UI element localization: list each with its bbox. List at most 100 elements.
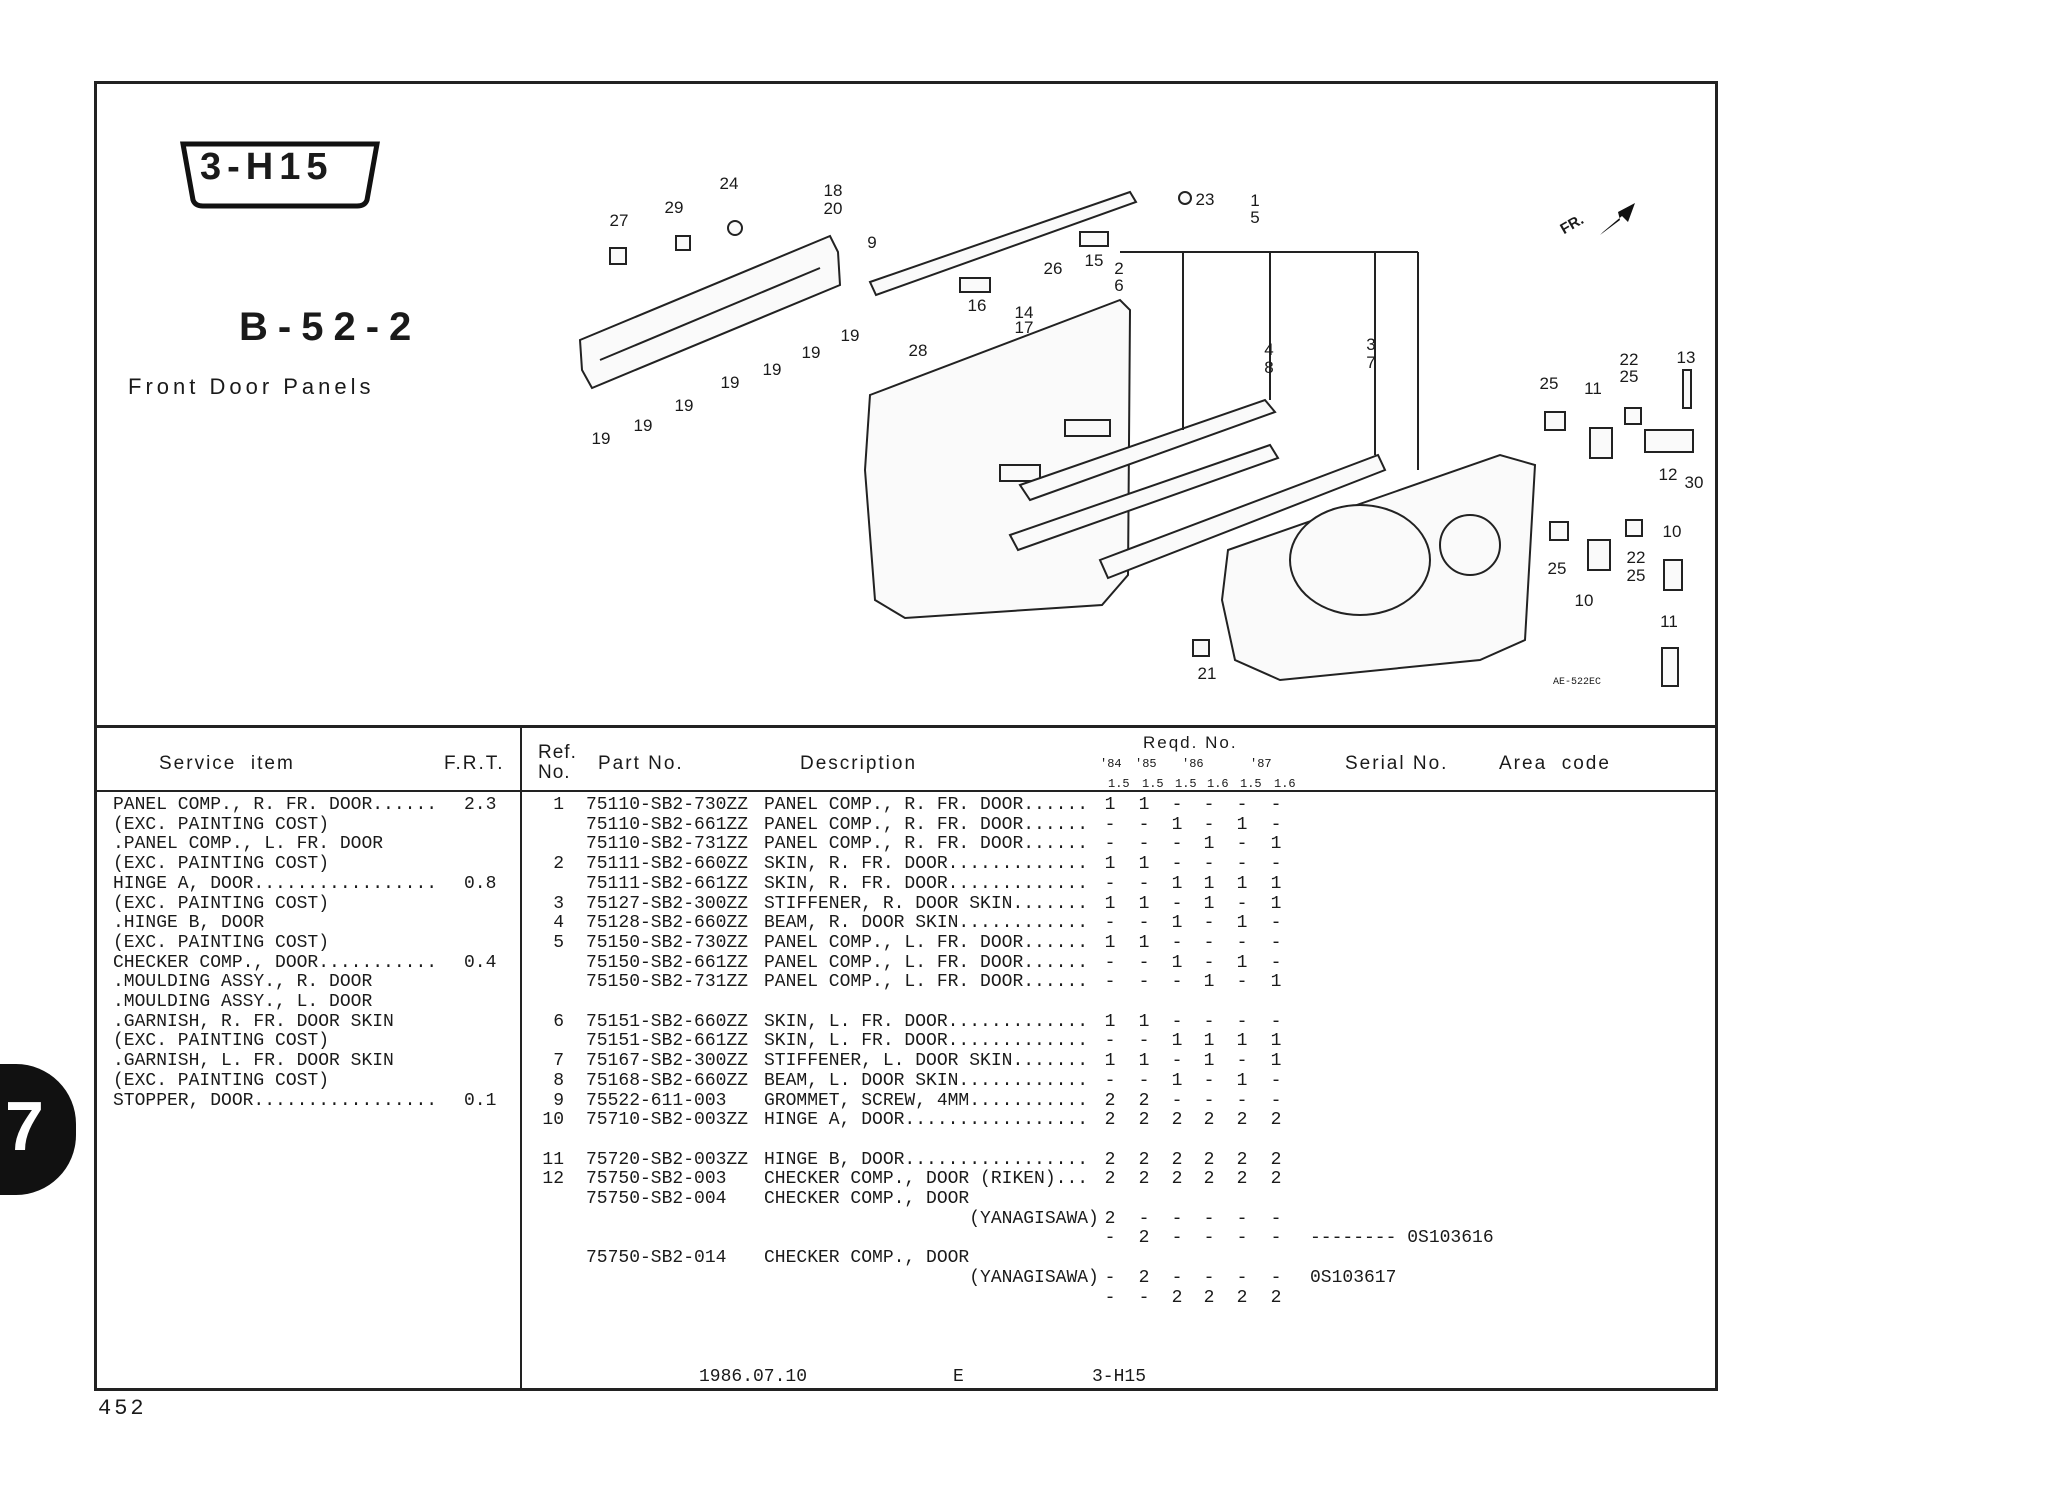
reqd-qty: 1: [1203, 1051, 1215, 1072]
callout-number: 3: [1366, 335, 1376, 354]
engine-size: 1.5: [1175, 777, 1197, 791]
reqd-qty: -: [1203, 1070, 1215, 1091]
reqd-qty: -: [1171, 1011, 1183, 1032]
reqd-qty: -: [1171, 972, 1183, 993]
part-description: CHECKER COMP., DOOR: [764, 1189, 970, 1209]
reqd-qty: 2: [1203, 1149, 1215, 1170]
part-description: (YANAGISAWA): [764, 1267, 1099, 1288]
part-description: CHECKER COMP., DOOR: [764, 1248, 970, 1269]
moulding-l-door: [868, 190, 1138, 297]
ref-no: 8: [553, 1070, 564, 1091]
reqd-qty: -: [1104, 814, 1116, 835]
callout-number: 25: [1626, 566, 1646, 585]
part-description: BEAM, R. DOOR SKIN............: [764, 913, 1089, 934]
ref-no: 12: [542, 1169, 564, 1190]
service-item: .HINGE B, DOOR: [113, 913, 265, 934]
reqd-qty: 1: [1236, 814, 1248, 835]
reqd-qty: 1: [1203, 972, 1215, 993]
callout-number: 28: [908, 341, 928, 360]
reqd-qty: 2: [1171, 1287, 1183, 1308]
callout-number: 17: [1014, 318, 1034, 337]
reqd-qty: 1: [1236, 952, 1248, 973]
reqd-qty: 1: [1270, 834, 1282, 855]
callout-number: 7: [1366, 353, 1376, 372]
reqd-qty: -: [1236, 893, 1248, 914]
part-number: 75128-SB2-660ZZ: [586, 913, 749, 934]
reqd-qty: 2: [1270, 1149, 1282, 1170]
col-serial-no: Serial No.: [1345, 753, 1449, 774]
reqd-qty: 2: [1138, 1090, 1150, 1111]
service-item: .MOULDING ASSY., R. DOOR: [113, 972, 373, 993]
reqd-qty: -: [1104, 1267, 1116, 1288]
col-service-item: Service item: [159, 753, 295, 774]
callout-number: 9: [867, 233, 877, 252]
reqd-qty: 2: [1236, 1169, 1248, 1190]
part-number: 75750-SB2-004: [586, 1189, 727, 1209]
ref-no: 7: [553, 1051, 564, 1072]
group-number: B-52-2: [239, 305, 422, 349]
reqd-qty: 1: [1138, 1051, 1150, 1072]
ref-no: 4: [553, 913, 564, 934]
reqd-qty: 1: [1104, 932, 1116, 953]
divider: [97, 790, 1717, 792]
reqd-qty: -: [1104, 952, 1116, 973]
reqd-qty: -: [1270, 1090, 1282, 1111]
part-description: PANEL COMP., L. FR. DOOR......: [764, 932, 1089, 953]
reqd-qty: -: [1236, 1011, 1248, 1032]
section-tab-label: 7: [5, 1087, 44, 1165]
callout-number: 5: [1250, 208, 1260, 227]
reqd-qty: 1: [1138, 795, 1150, 815]
serial-no: -------- 0S103616: [1310, 1228, 1494, 1249]
callout-number: 19: [840, 326, 860, 345]
callout-number: 8: [1264, 358, 1274, 377]
reqd-qty: -: [1171, 1228, 1183, 1249]
year-85: '85: [1135, 757, 1157, 771]
reqd-qty: 2: [1171, 1149, 1183, 1170]
reqd-qty: -: [1236, 1051, 1248, 1072]
callout-number: 20: [823, 199, 843, 218]
reqd-qty: 1: [1270, 873, 1282, 894]
page-title: Front Door Panels: [128, 374, 375, 399]
part-description: SKIN, R. FR. DOOR.............: [764, 873, 1089, 894]
part-number: 75111-SB2-660ZZ: [586, 854, 749, 875]
fr-arrow-icon: [1600, 203, 1635, 235]
service-item: (EXC. PAINTING COST): [113, 1031, 330, 1052]
reqd-qty: -: [1104, 1031, 1116, 1052]
engine-size: 1.5: [1108, 777, 1130, 791]
callout-number: 1: [1250, 191, 1260, 210]
reqd-qty: 2: [1236, 1110, 1248, 1131]
service-item: PANEL COMP., R. FR. DOOR......: [113, 795, 438, 815]
reqd-qty: -: [1203, 1090, 1215, 1111]
col-ref-no-2: No.: [538, 762, 571, 783]
beam-l: [1098, 453, 1387, 580]
reqd-qty: 2: [1203, 1169, 1215, 1190]
code-badge: 3-H15: [200, 146, 334, 188]
reqd-qty: 1: [1171, 913, 1183, 934]
col-ref-no: Ref.: [538, 742, 577, 763]
reqd-qty: 1: [1138, 1011, 1150, 1032]
reqd-qty: 2: [1104, 1149, 1116, 1170]
reqd-qty: -: [1171, 1090, 1183, 1111]
reqd-qty: 2: [1104, 1169, 1116, 1190]
reqd-qty: -: [1270, 1011, 1282, 1032]
part-number: 75720-SB2-003ZZ: [586, 1149, 749, 1170]
service-item: .GARNISH, R. FR. DOOR SKIN: [113, 1011, 394, 1032]
reqd-qty: 1: [1104, 795, 1116, 815]
callout-number: 25: [1619, 367, 1639, 386]
footer-edition: E: [953, 1367, 964, 1387]
part-description: PANEL COMP., R. FR. DOOR......: [764, 834, 1089, 855]
ref-no: 2: [553, 854, 564, 875]
section-tab: 7: [0, 1064, 76, 1195]
callout-number: 25: [1539, 374, 1559, 393]
col-frt: F.R.T.: [444, 753, 505, 774]
reqd-qty: 1: [1138, 893, 1150, 914]
callout-number: 24: [719, 174, 739, 193]
reqd-qty: -: [1236, 1267, 1248, 1288]
ref-no: 11: [542, 1149, 564, 1170]
reqd-qty: -: [1171, 932, 1183, 953]
part-number: 75168-SB2-660ZZ: [586, 1070, 749, 1091]
service-item: (EXC. PAINTING COST): [113, 893, 330, 914]
reqd-qty: 2: [1138, 1228, 1150, 1249]
service-item: (EXC. PAINTING COST): [113, 932, 330, 953]
service-item: .PANEL COMP., L. FR. DOOR: [113, 834, 384, 855]
